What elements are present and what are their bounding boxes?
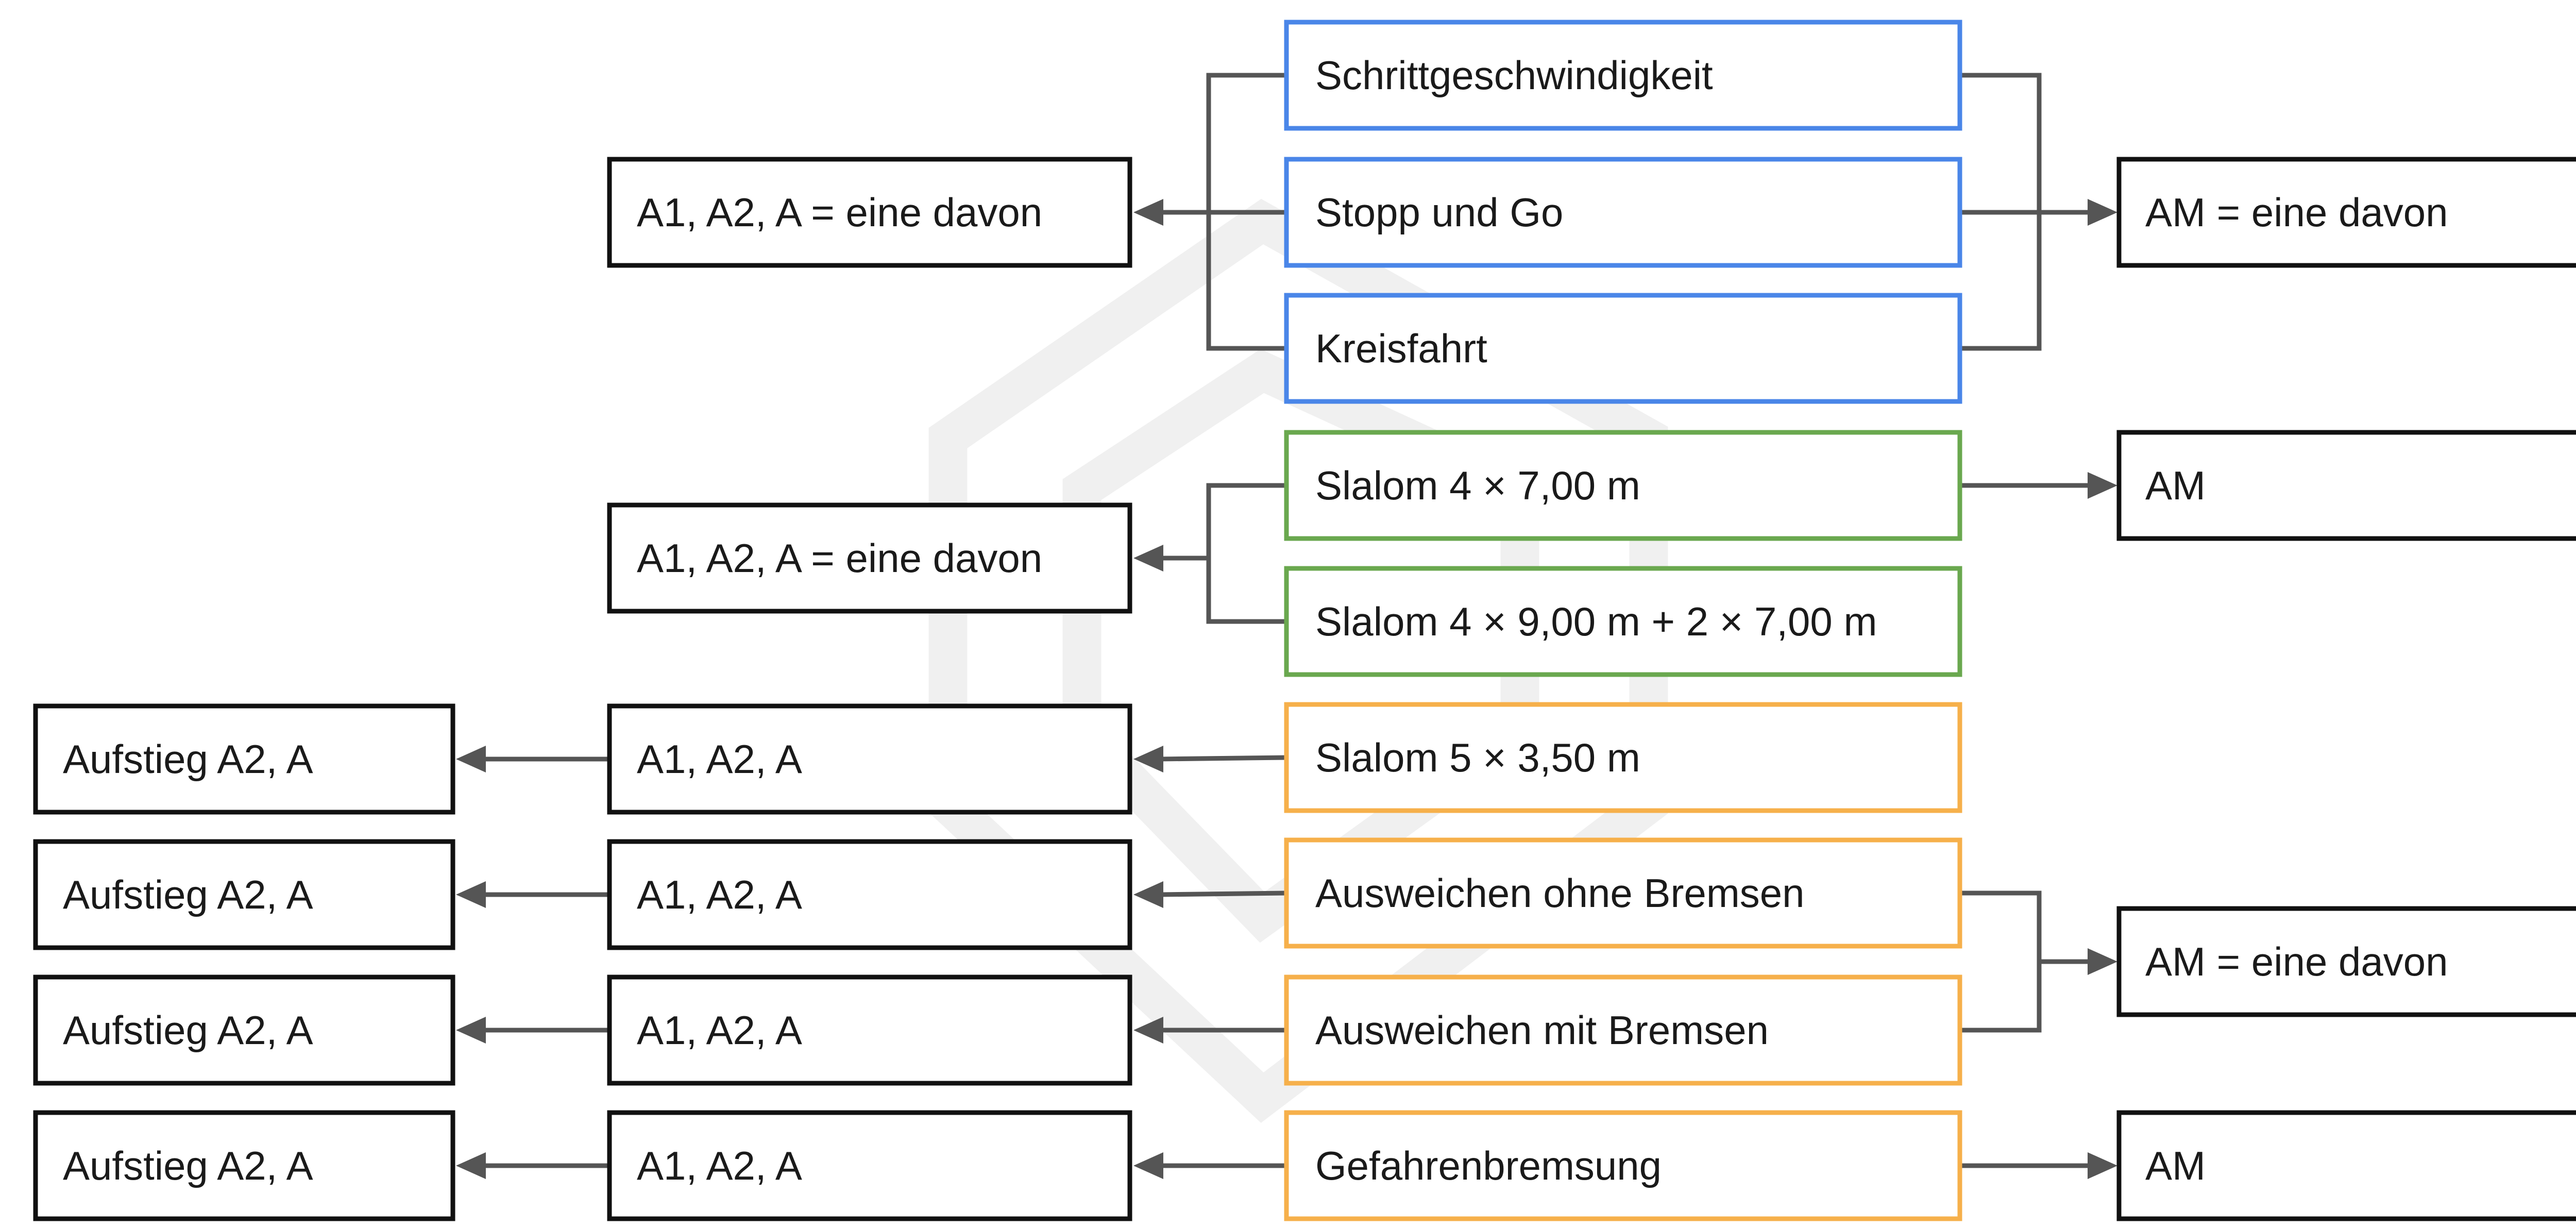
arrowhead-right (2088, 199, 2117, 226)
box-label: AM = eine davon (2145, 939, 2448, 984)
arrowhead-left (456, 1017, 486, 1044)
arrowhead-left (456, 881, 486, 908)
box-am-2: AM (2116, 1110, 2576, 1221)
box-am-eine-davon-2: AM = eine davon (2116, 906, 2576, 1017)
box-label: A1, A2, A (637, 872, 802, 917)
box-label: A1, A2, A = eine davon (637, 190, 1042, 235)
box-label: AM (2145, 463, 2206, 508)
box-label: Stopp und Go (1315, 190, 1563, 235)
arrowhead-left (1133, 881, 1163, 908)
box-label: Aufstieg A2, A (63, 872, 313, 917)
box-aufstieg-3: Aufstieg A2, A (33, 974, 455, 1086)
box-label: Schrittgeschwindigkeit (1315, 53, 1713, 98)
box-label: Gefahrenbremsung (1315, 1143, 1662, 1188)
arrowhead-right (2088, 1152, 2117, 1179)
box-label: Slalom 4 × 7,00 m (1315, 463, 1640, 508)
box-a-eine-davon-2: A1, A2, A = eine davon (607, 502, 1132, 614)
box-schrittgeschwindigkeit: Schrittgeschwindigkeit (1284, 20, 1962, 131)
box-stopp-und-go: Stopp und Go (1284, 157, 1962, 268)
box-label: Aufstieg A2, A (63, 1007, 313, 1053)
box-am-1: AM (2116, 430, 2576, 541)
arrowhead-left (1133, 199, 1163, 226)
connector-orange-row-1 (1159, 755, 1287, 762)
box-label: A1, A2, A (637, 1007, 802, 1053)
box-slalom-9: Slalom 4 × 9,00 m + 2 × 7,00 m (1284, 566, 1962, 677)
box-label: AM (2145, 1143, 2206, 1188)
box-label: A1, A2, A = eine davon (637, 535, 1042, 581)
arrowhead-left (1133, 545, 1163, 572)
connectors (456, 73, 2117, 1179)
box-aufstieg-2: Aufstieg A2, A (33, 839, 455, 950)
connector-orange-row-2 (1159, 890, 1287, 897)
box-gefahrenbremsung: Gefahrenbremsung (1284, 1110, 1962, 1221)
box-label: AM = eine davon (2145, 190, 2448, 235)
box-slalom-7: Slalom 4 × 7,00 m (1284, 430, 1962, 541)
box-a-row-3: A1, A2, A (607, 974, 1132, 1086)
box-a-row-4: A1, A2, A (607, 1110, 1132, 1221)
box-label: Ausweichen ohne Bremsen (1315, 870, 1805, 916)
box-am-eine-davon-1: AM = eine davon (2116, 157, 2576, 268)
box-label: Ausweichen mit Bremsen (1315, 1007, 1769, 1053)
box-slalom-35: Slalom 5 × 3,50 m (1284, 702, 1962, 813)
box-aufstieg-4: Aufstieg A2, A (33, 1110, 455, 1221)
arrowhead-left (1133, 1017, 1163, 1044)
box-label: Aufstieg A2, A (63, 1143, 313, 1188)
arrowhead-right (2088, 948, 2117, 975)
box-a-row-2: A1, A2, A (607, 839, 1132, 950)
boxes: Schrittgeschwindigkeit Stopp und Go Krei… (33, 20, 2576, 1221)
arrowhead-right (2088, 472, 2117, 499)
box-label: Slalom 5 × 3,50 m (1315, 735, 1640, 780)
box-a-eine-davon-1: A1, A2, A = eine davon (607, 157, 1132, 268)
box-ausweichen-mit: Ausweichen mit Bremsen (1284, 974, 1962, 1086)
box-label: Aufstieg A2, A (63, 736, 313, 782)
arrowhead-left (1133, 1152, 1163, 1179)
box-label: A1, A2, A (637, 736, 802, 782)
connector-ausweichen-right (1960, 890, 2042, 1033)
box-a-row-1: A1, A2, A (607, 703, 1132, 815)
box-label: A1, A2, A (637, 1143, 802, 1188)
connector-green-left (1206, 483, 1286, 624)
arrowhead-left (456, 1152, 486, 1179)
box-kreisfahrt: Kreisfahrt (1284, 293, 1962, 404)
box-label: Kreisfahrt (1315, 326, 1487, 371)
box-label: Slalom 4 × 9,00 m + 2 × 7,00 m (1315, 599, 1877, 644)
box-ausweichen-ohne: Ausweichen ohne Bremsen (1284, 837, 1962, 949)
arrowhead-left (456, 746, 486, 772)
box-aufstieg-1: Aufstieg A2, A (33, 703, 455, 815)
arrowhead-left (1133, 746, 1163, 772)
